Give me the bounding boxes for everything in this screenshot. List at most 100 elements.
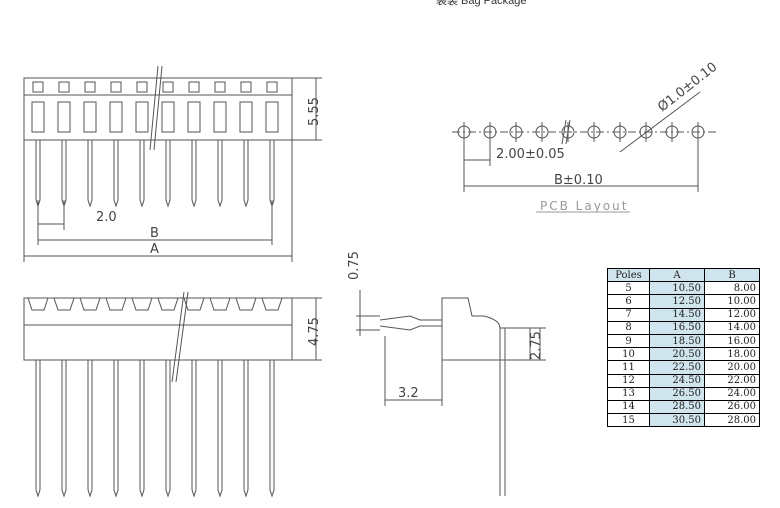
pin-tail (217, 140, 223, 208)
pcb-b-tol: B±0.10 (554, 173, 603, 188)
pin-slot (213, 101, 227, 133)
table-cell-b: 22.00 (704, 373, 760, 388)
pin-leg (113, 360, 119, 498)
pin-leg (61, 360, 67, 498)
pin-terminal-top (188, 81, 200, 93)
table-header-a: A (649, 267, 705, 283)
pin-terminal-top (162, 81, 174, 93)
pin-terminal-top (240, 81, 252, 93)
table-cell-poles: 15 (607, 413, 650, 428)
table-cell-poles: 6 (607, 294, 650, 309)
dim-b: B (150, 226, 159, 241)
pin-leg (165, 360, 171, 498)
table-cell-a: 10.50 (649, 281, 705, 296)
table-cell-a: 12.50 (649, 294, 705, 309)
pin-slot (135, 101, 149, 133)
table-cell-a: 28.50 (649, 399, 705, 415)
table-cell-b: 8.00 (704, 281, 760, 296)
dim-side-length: 3.2 (398, 386, 419, 401)
pin-tail (139, 140, 145, 208)
table-cell-poles: 10 (607, 347, 650, 362)
table-header-row: Poles A B (607, 267, 760, 283)
table-cell-b: 16.00 (704, 333, 760, 349)
table-cell-poles: 12 (607, 373, 650, 388)
pin-slot (161, 101, 175, 133)
table-cell-a: 24.50 (649, 373, 705, 388)
front-view (23, 291, 322, 498)
pin-tail (87, 140, 93, 208)
table-cell-b: 18.00 (704, 347, 760, 362)
pin-terminal-top (136, 81, 148, 93)
pin-leg (35, 360, 41, 498)
table-cell-a: 14.50 (649, 307, 705, 322)
table-cell-poles: 8 (607, 320, 650, 335)
pin-leg (217, 360, 223, 498)
table-cell-b: 10.00 (704, 294, 760, 309)
pcb-title: PCB Layout (540, 199, 628, 213)
pin-tail (269, 140, 275, 208)
pin-terminal-top (110, 81, 122, 93)
pin-leg (269, 360, 275, 498)
pin-leg (87, 360, 93, 498)
pin-housing-notch (235, 297, 257, 311)
table-cell-poles: 14 (607, 399, 650, 415)
table-cell-poles: 7 (607, 307, 650, 322)
pin-housing-notch (131, 297, 153, 311)
table-cell-a: 18.50 (649, 333, 705, 349)
table-cell-a: 30.50 (649, 413, 705, 428)
pin-housing-notch (209, 297, 231, 311)
package-label: 袋装 Bag Package (436, 0, 527, 7)
table-cell-b: 28.00 (704, 413, 760, 428)
pin-slot (57, 101, 71, 133)
pcb-pitch: 2.00±0.05 (496, 147, 565, 162)
pin-terminal-top (214, 81, 226, 93)
dim-height-top: 5.55 (307, 97, 322, 126)
pin-housing-notch (53, 297, 75, 311)
table-cell-b: 26.00 (704, 399, 760, 415)
table-cell-poles: 11 (607, 360, 650, 375)
pin-housing-notch (105, 297, 127, 311)
table-cell-a: 20.50 (649, 347, 705, 362)
pin-housing-notch (157, 297, 179, 311)
pin-leg (139, 360, 145, 498)
pin-slot (31, 101, 45, 133)
table-cell-a: 26.50 (649, 386, 705, 401)
table-cell-b: 20.00 (704, 360, 760, 375)
pin-leg (243, 360, 249, 498)
pin-tail (61, 140, 67, 208)
dim-side-height: 2.75 (529, 331, 544, 360)
pin-housing-notch (261, 297, 283, 311)
table-cell-poles: 13 (607, 386, 650, 401)
pcb-hole-dia: Ø1.0±0.10 (655, 60, 720, 115)
table-cell-poles: 5 (607, 281, 650, 296)
table-header-b: B (704, 267, 760, 283)
table-cell-b: 24.00 (704, 386, 760, 401)
pin-tail (191, 140, 197, 208)
pin-tail (113, 140, 119, 208)
pin-leg (191, 360, 197, 498)
pin-tail (35, 140, 41, 208)
dim-pitch: 2.0 (96, 210, 117, 225)
pin-slot (109, 101, 123, 133)
pin-slot (83, 101, 97, 133)
pin-housing-notch (79, 297, 101, 311)
table-cell-b: 14.00 (704, 320, 760, 335)
pin-tail (243, 140, 249, 208)
dim-height-front: 4.75 (307, 317, 322, 346)
table-header-poles: Poles (607, 267, 650, 283)
side-view (356, 290, 546, 496)
pin-terminal-top (32, 81, 44, 93)
table-cell-b: 12.00 (704, 307, 760, 322)
table-cell-a: 16.50 (649, 320, 705, 335)
pin-slot (265, 101, 279, 133)
